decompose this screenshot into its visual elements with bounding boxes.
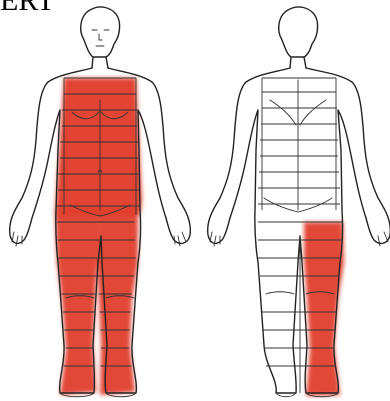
front-neck-outline — [92, 57, 108, 68]
front-right-leg-highlight — [97, 210, 138, 395]
front-torso-highlight — [55, 78, 142, 215]
front-head-outline — [81, 7, 120, 57]
back-highlight-region — [304, 222, 344, 396]
back-left-leg-highlight — [304, 222, 344, 396]
back-torso-details — [264, 80, 332, 212]
back-head-outline — [279, 7, 318, 57]
back-body-figure — [208, 7, 390, 397]
back-body-outline — [208, 68, 390, 393]
back-torso-grid — [258, 78, 340, 210]
back-neck-outline — [290, 57, 306, 68]
front-face-details — [92, 30, 109, 46]
front-body-figure — [10, 7, 191, 397]
